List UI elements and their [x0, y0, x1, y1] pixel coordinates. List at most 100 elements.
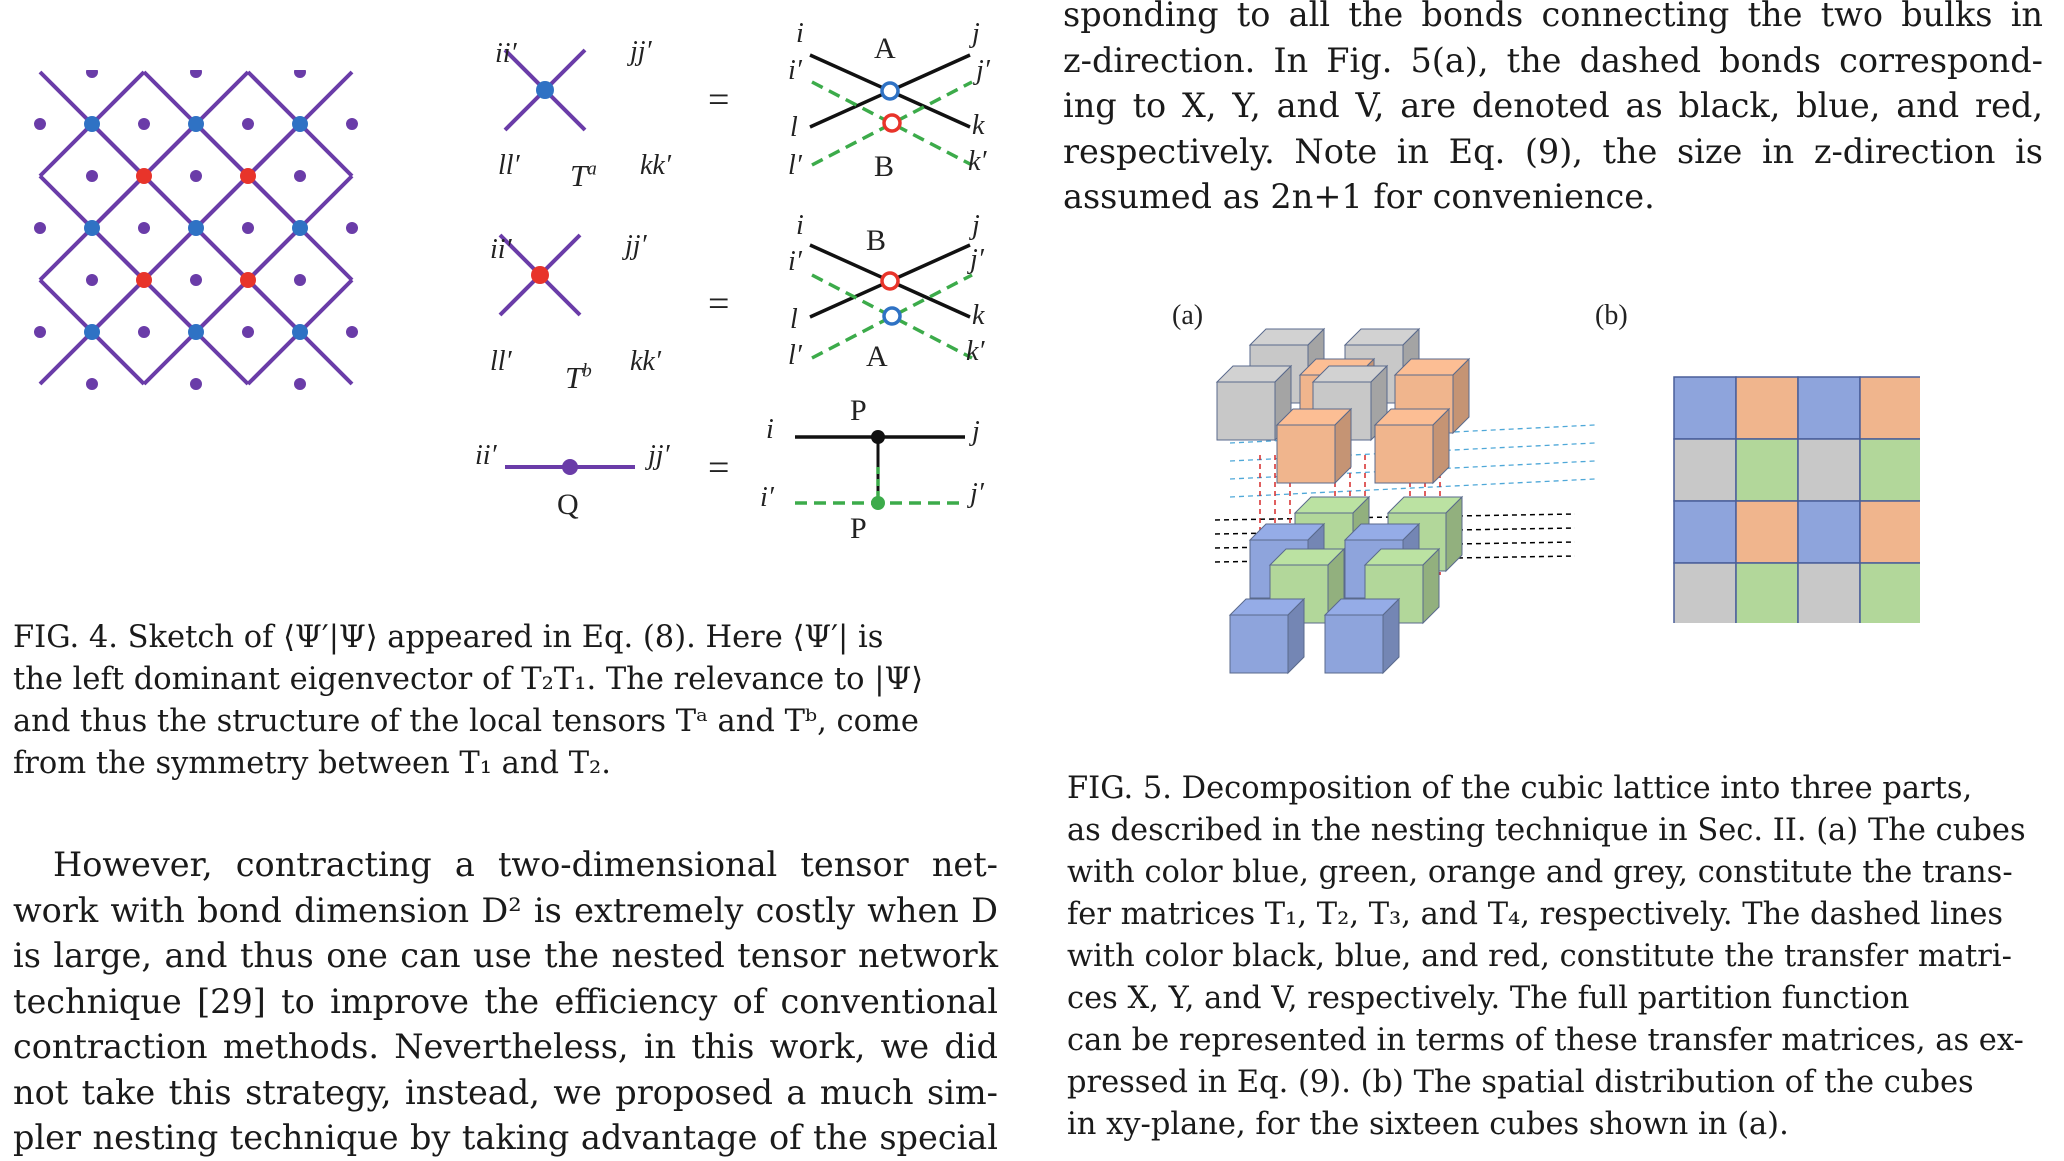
cube — [1215, 364, 1293, 442]
grid-cell-blue — [1673, 500, 1737, 564]
lattice-bond-dot — [294, 170, 306, 182]
rhs-row1 — [809, 53, 973, 167]
caption-line: and thus the structure of the local tens… — [13, 704, 919, 739]
label-kk-2: kk′ — [630, 346, 661, 377]
grid-cell-green — [1859, 438, 1920, 502]
lattice-bond-dot — [34, 118, 46, 130]
caption-line: fer matrices T₁, T₂, T₃, and T₄, respect… — [1067, 897, 2004, 932]
fig5-panel-a-label: (a) — [1172, 300, 1204, 331]
left-paragraph: However, contracting a two-dimensional t… — [13, 842, 998, 1161]
label-j: j — [972, 18, 980, 49]
label-k: k — [972, 110, 985, 141]
lattice-bond-dot — [242, 326, 254, 338]
grid-cell-blue — [1797, 376, 1861, 440]
grid-cell-grey — [1673, 438, 1737, 502]
caption-line: with color black, blue, and red, constit… — [1067, 939, 2012, 974]
caption-line: pressed in Eq. (9). (b) The spatial dist… — [1067, 1065, 1974, 1100]
lattice-bond-dot — [86, 274, 98, 286]
lattice-bond-dot — [242, 118, 254, 130]
text-line: work with bond dimension D² is extremely… — [13, 890, 998, 930]
lattice-bond-dot — [34, 222, 46, 234]
grid-cell-green — [1735, 562, 1799, 623]
equals-sign: = — [708, 79, 730, 121]
lattice-bond-dot — [242, 222, 254, 234]
grid-cell-grey — [1673, 562, 1737, 623]
lattice-tensor-node — [84, 116, 100, 132]
label-B: B — [866, 224, 887, 257]
label-l-prime: l′ — [788, 150, 802, 181]
fig5-xy-grid — [1673, 376, 1920, 623]
text-line: is large, and thus one can use the neste… — [13, 936, 998, 975]
lattice-tensor-node — [292, 116, 308, 132]
grid-cell-blue — [1797, 500, 1861, 564]
rhs-row3 — [795, 430, 965, 510]
fig4-tensor-diagrams — [498, 48, 973, 510]
lattice-bond-dot — [138, 326, 150, 338]
lattice-bond-dot — [86, 70, 98, 78]
label-P: P — [850, 512, 867, 545]
label-ll-2: ll′ — [490, 346, 512, 377]
lattice-bond-dot — [346, 222, 358, 234]
lattice-tensor-node — [136, 272, 152, 288]
lattice-tensor-node — [292, 324, 308, 340]
text-line: assumed as 2n+1 for convenience. — [1063, 177, 1655, 216]
label-i-prime: i′ — [788, 55, 802, 86]
lattice-bond-dot — [190, 378, 202, 390]
label-i: i — [766, 414, 774, 445]
caption-line: ces X, Y, and V, respectively. The full … — [1067, 981, 1910, 1016]
lattice-bond-dot — [190, 274, 202, 286]
fig5-panel-b-label: (b) — [1595, 300, 1628, 331]
text-line: However, contracting a two-dimensional t… — [53, 845, 998, 884]
cube — [1228, 597, 1306, 675]
grid-cell-orange — [1735, 376, 1799, 440]
lattice-tensor-node — [188, 220, 204, 236]
lattice-tensor-node — [84, 220, 100, 236]
lattice-tensor-node — [188, 324, 204, 340]
lattice-bond-dot — [34, 326, 46, 338]
rhs-row2 — [809, 243, 973, 360]
grid-cell-green — [1859, 562, 1920, 623]
label-l: l — [790, 304, 798, 335]
cube — [1373, 407, 1451, 485]
label-j: j — [972, 416, 980, 447]
label-j-prime: j′ — [976, 55, 990, 86]
label-k: k — [972, 300, 985, 331]
label-ii-2: ii′ — [490, 234, 512, 265]
lattice-tensor-node — [188, 116, 204, 132]
tensor-nodes — [531, 81, 554, 284]
fig4-caption: FIG. 4. Sketch of ⟨Ψ′|Ψ⟩ appeared in Eq.… — [13, 617, 998, 785]
equals-sign: = — [708, 447, 730, 489]
grid-cell-orange — [1735, 500, 1799, 564]
cube — [1275, 407, 1353, 485]
lattice-bond-dot — [190, 170, 202, 182]
label-P: P — [850, 394, 867, 427]
caption-line: can be represented in terms of these tra… — [1067, 1023, 2024, 1058]
text-line: z-direction. In Fig. 5(a), the dashed bo… — [1063, 40, 2043, 80]
label-Q: Q — [557, 488, 579, 521]
label-i: i — [796, 210, 804, 241]
label-j-prime: j′ — [970, 244, 984, 275]
caption-line: with color blue, green, orange and grey,… — [1067, 855, 2013, 890]
lattice-tensor-node — [240, 168, 256, 184]
grid-cell-grey — [1797, 438, 1861, 502]
label-i: i — [796, 18, 804, 49]
caption-line: in xy-plane, for the sixteen cubes shown… — [1067, 1107, 1789, 1142]
cube — [1323, 597, 1401, 675]
label-j: j — [972, 210, 980, 241]
grid-cell-orange — [1859, 500, 1920, 564]
fig4-lattice — [34, 70, 358, 390]
grid-cell-orange — [1859, 376, 1920, 440]
label-k-prime: k′ — [968, 146, 987, 177]
caption-line: the left dominant eigenvector of T₂T₁. T… — [13, 662, 924, 697]
label-l-prime: l′ — [788, 340, 802, 371]
label-A: A — [874, 32, 896, 65]
label-i-prime: i′ — [760, 482, 774, 513]
label-jj: jj′ — [630, 36, 652, 67]
caption-line: FIG. 5. Decomposition of the cubic latti… — [1067, 771, 1973, 806]
lattice-tensor-node — [84, 324, 100, 340]
lattice-tensor-node — [292, 220, 308, 236]
lattice-bond-dot — [346, 326, 358, 338]
tensor-a-node — [536, 81, 554, 99]
text-line: ing to X, Y, and V, are denoted as black… — [1063, 86, 2043, 125]
equals-sign: = — [708, 283, 730, 325]
